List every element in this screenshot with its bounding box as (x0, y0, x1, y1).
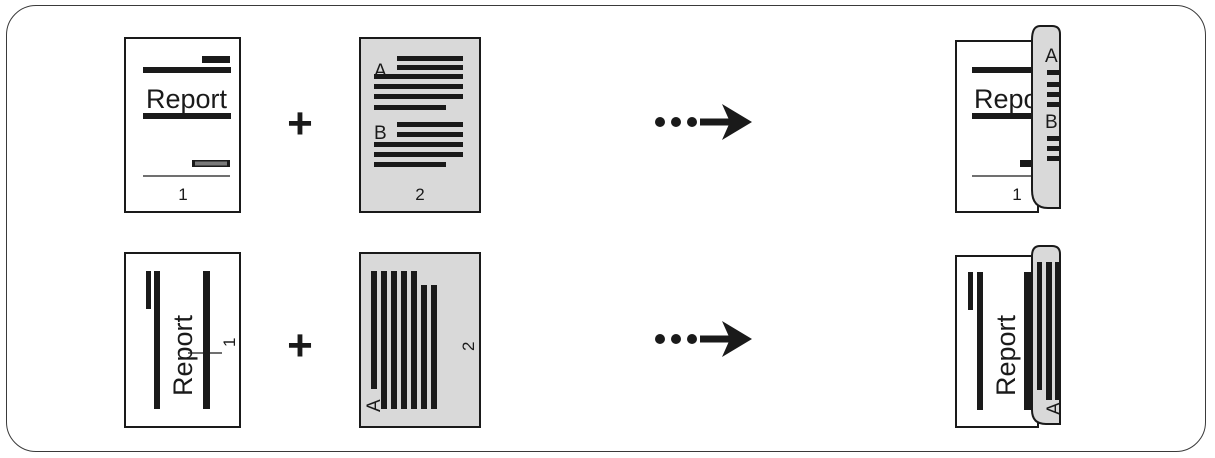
row1-page2-label-b: B (374, 123, 387, 144)
row1-page1: Report 1 (124, 37, 241, 213)
row1-result-label-a: A (1045, 46, 1058, 67)
row-landscape: Report 1 + A 2 (124, 245, 1065, 428)
row1-dotted-arrow-icon (655, 104, 752, 140)
row1-page1-title: Report (146, 84, 228, 114)
row-portrait: Report 1 + A B 2 (124, 25, 1061, 213)
row1-result-title: Repo (974, 84, 1039, 114)
row2-result: Report A (955, 245, 1065, 428)
row2-dotted-arrow-icon (655, 321, 752, 357)
row1-page1-number: 1 (178, 185, 187, 204)
row2-plus: + (287, 321, 313, 370)
row2-page1-title: Report (168, 314, 198, 396)
row1-page2-number: 2 (415, 185, 424, 204)
row1-page2: A B 2 (359, 37, 481, 213)
row2-result-title: Report (991, 314, 1021, 396)
row1-result: Repo 1 A B (955, 25, 1061, 213)
row1-result-number: 1 (1012, 185, 1021, 204)
row2-page2-number: 2 (459, 342, 478, 351)
row2-page1: Report 1 (124, 252, 241, 428)
row2-page2-label-a: A (364, 399, 385, 412)
row2-page2: A 2 (359, 252, 481, 428)
row1-plus: + (287, 99, 313, 148)
row1-result-label-b: B (1045, 112, 1058, 133)
row2-page1-number: 1 (220, 338, 239, 347)
row2-result-label-a: A (1044, 402, 1065, 415)
